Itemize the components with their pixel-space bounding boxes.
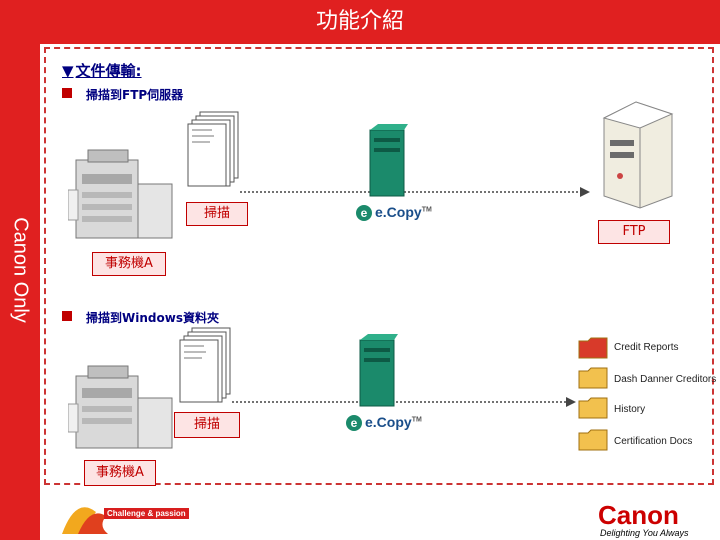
bullet-icon	[62, 311, 72, 321]
section-title-text: 文件傳輸:	[75, 62, 142, 80]
folder-icon	[578, 397, 608, 419]
scan-label-1: 掃描	[186, 202, 248, 226]
header-bar	[0, 0, 720, 44]
folder-label-cert[interactable]: Certification Docs	[614, 436, 693, 447]
folder-shape	[578, 429, 608, 451]
ftp-label: FTP	[598, 220, 670, 244]
folder-label-dash[interactable]: Dash Danner Creditors	[614, 374, 717, 385]
folder-shape	[578, 337, 608, 359]
folder-icon	[578, 337, 608, 359]
side-bar	[0, 44, 40, 540]
canon-logo: Canon	[598, 500, 679, 530]
device-label-1: 事務機A	[92, 252, 166, 276]
flow-arrow-1	[240, 187, 590, 197]
printer-icon	[68, 365, 173, 449]
page-title: 功能介紹	[315, 9, 404, 34]
ecopy-icon: e	[356, 205, 372, 221]
device-label-2: 事務機A	[84, 460, 156, 486]
printer-icon	[68, 149, 173, 239]
trademark-mark: TM	[421, 206, 432, 214]
bullet-icon	[62, 88, 72, 98]
trademark-mark: TM	[411, 416, 422, 424]
content-frame	[44, 47, 714, 485]
ecopy-label-2: e.Copy	[365, 414, 412, 430]
scan-label-2: 掃描	[174, 412, 240, 438]
server-icon	[359, 334, 398, 407]
ecopy-icon: e	[346, 415, 362, 431]
ftp-server-icon	[602, 101, 674, 209]
bullet-text-ftp: 掃描到FTP伺服器	[86, 88, 184, 102]
folder-shape	[578, 397, 608, 419]
server-icon	[369, 124, 408, 197]
folder-label-credit[interactable]: Credit Reports	[614, 342, 679, 353]
side-label: Canon Only	[9, 217, 32, 323]
challenge-logo-icon	[62, 507, 108, 534]
flow-arrow-2	[232, 397, 576, 407]
canon-tagline: Delighting You Always	[600, 528, 689, 538]
section-title: ▼文件傳輸:	[62, 60, 142, 81]
document-stack-icon	[179, 327, 231, 403]
folder-label-history[interactable]: History	[614, 404, 646, 415]
triangle-icon: ▼	[62, 62, 74, 80]
document-stack-icon	[187, 111, 239, 187]
folder-icon	[578, 367, 608, 389]
folder-icon	[578, 429, 608, 451]
ecopy-label-1: e.Copy	[375, 204, 422, 220]
campaign-logo-text: Challenge & passion	[104, 508, 189, 519]
folder-shape	[578, 367, 608, 389]
bullet-text-windows: 掃描到Windows資料夾	[86, 311, 219, 325]
